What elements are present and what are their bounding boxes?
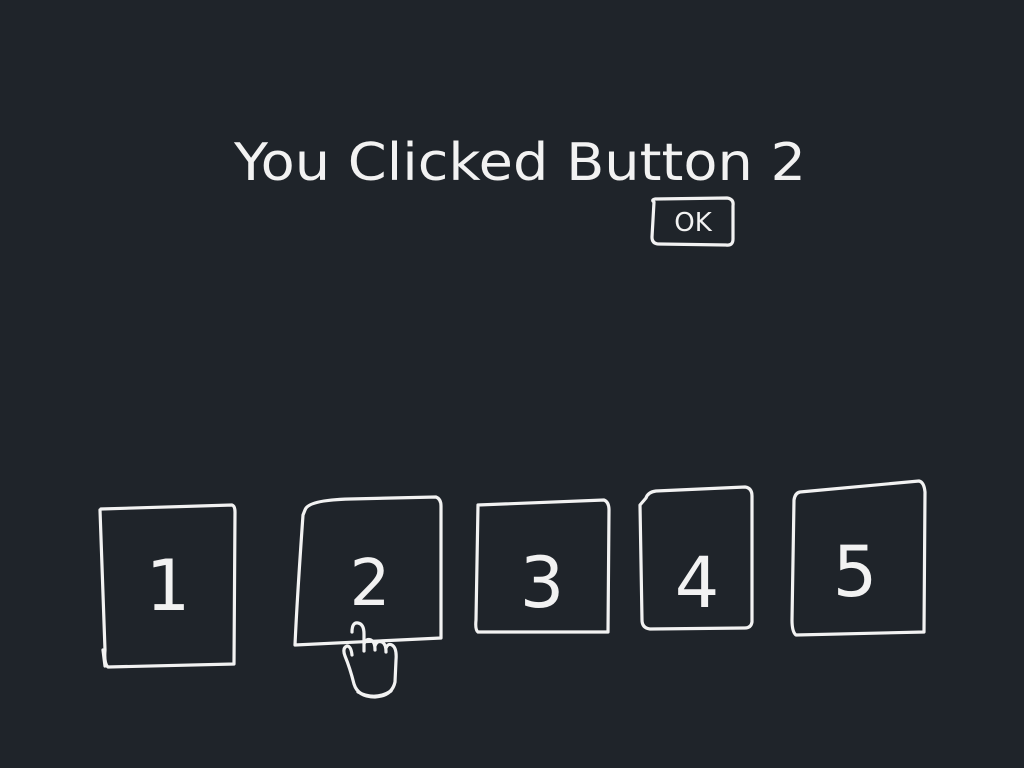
number-button-1-sketch-stroke bbox=[101, 648, 107, 668]
hand-pointer-icon bbox=[342, 621, 398, 699]
number-button-3-border bbox=[474, 498, 611, 634]
number-button-4-label: 4 bbox=[675, 542, 720, 624]
number-button-3[interactable]: 3 bbox=[474, 498, 611, 634]
number-button-5[interactable]: 5 bbox=[790, 479, 927, 637]
number-button-5-label: 5 bbox=[833, 531, 878, 613]
hand-pointer-cuff bbox=[356, 689, 393, 698]
ok-button-label: OK bbox=[674, 208, 712, 238]
hand-pointer-outline bbox=[342, 621, 398, 699]
number-button-2[interactable]: 2 bbox=[293, 495, 443, 647]
number-button-4[interactable]: 4 bbox=[638, 485, 754, 631]
number-button-1[interactable]: 1 bbox=[98, 503, 237, 669]
ok-button-border bbox=[650, 196, 735, 247]
number-button-1-label: 1 bbox=[146, 545, 191, 627]
number-button-4-border bbox=[638, 485, 754, 631]
number-button-2-border bbox=[293, 495, 443, 647]
number-button-3-label: 3 bbox=[520, 542, 565, 624]
number-button-5-border bbox=[790, 479, 927, 637]
number-button-2-label: 2 bbox=[350, 547, 391, 621]
dialog-message: You Clicked Button 2 bbox=[233, 133, 806, 193]
ok-button[interactable]: OK bbox=[650, 196, 735, 247]
